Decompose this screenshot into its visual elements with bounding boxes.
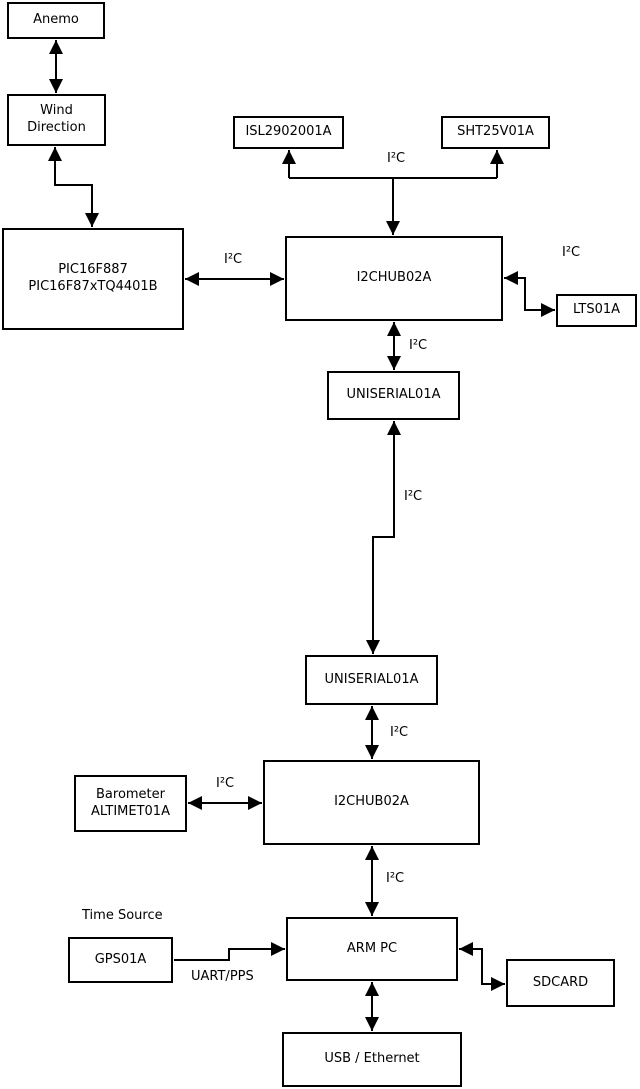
edge-armpc-usb: [365, 982, 379, 1031]
edge-hub1-lts: [504, 271, 555, 317]
edge-anemo-wind: [49, 40, 63, 93]
node-wind-direction: Wind Direction: [7, 94, 106, 146]
node-usb-ethernet: USB / Ethernet: [282, 1032, 462, 1087]
node-i2chub02a-1-label: I2CHUB02A: [356, 270, 432, 286]
edge-label-i2c-hub2-armpc: I²C: [386, 871, 405, 886]
edge-barometer-hub2: [188, 796, 262, 810]
node-i2chub02a-2-label: I2CHUB02A: [334, 794, 409, 810]
node-arm-pc-label: ARM PC: [346, 940, 398, 956]
node-gps01a: GPS01A: [68, 937, 173, 983]
node-barometer-label-line1: Barometer: [96, 786, 165, 802]
edge-gps-armpc: [174, 942, 285, 961]
edge-hub2-armpc: [365, 846, 379, 916]
edge-label-uart-pps: UART/PPS: [191, 969, 254, 984]
node-sdcard-label: SDCARD: [532, 974, 589, 990]
node-i2chub02a-1: I2CHUB02A: [285, 236, 503, 321]
node-uniserial01a-1: UNISERIAL01A: [327, 371, 460, 420]
node-barometer-label-line2: ALTIMET01A: [91, 803, 170, 819]
edge-label-i2c-uniserial-link: I²C: [404, 489, 423, 504]
node-isl2902001a: ISL2902001A: [233, 116, 344, 149]
node-pic16f887-label-line2: PIC16F87xTQ4401B: [28, 279, 158, 294]
edge-uniserial1-uniserial2: [366, 421, 401, 654]
node-sht25v01a-label: SHT25V01A: [457, 124, 534, 140]
edge-hub1-uniserial1: [387, 322, 401, 370]
node-i2chub02a-2: I2CHUB02A: [263, 760, 480, 845]
edge-armpc-sdcard: [459, 942, 505, 991]
node-isl2902001a-label: ISL2902001A: [245, 124, 332, 140]
node-sdcard: SDCARD: [506, 959, 615, 1007]
edge-bus-isl: [282, 150, 296, 178]
node-lts01a: LTS01A: [556, 294, 637, 327]
node-uniserial01a-2: UNISERIAL01A: [305, 655, 438, 705]
node-wind-direction-label-line1: Wind: [40, 103, 73, 119]
edge-bus-hub1: [386, 178, 400, 235]
node-wind-direction-label-line2: Direction: [27, 120, 86, 135]
label-time-source: Time Source: [82, 908, 163, 923]
edge-wind-pic: [48, 147, 99, 227]
node-barometer-altimet01a: Barometer ALTIMET01A: [74, 775, 187, 832]
edge-uniserial2-hub2: [365, 706, 379, 759]
node-uniserial01a-1-label: UNISERIAL01A: [346, 387, 441, 403]
node-lts01a-label: LTS01A: [572, 302, 621, 318]
edge-label-i2c-barometer-hub2: I²C: [216, 776, 235, 791]
node-uniserial01a-2-label: UNISERIAL01A: [324, 671, 419, 687]
node-anemo-label: Anemo: [33, 12, 79, 28]
edge-pic-hub1: [185, 272, 284, 286]
edge-label-i2c-hub1-lts: I²C: [562, 245, 581, 260]
node-pic16f887: PIC16F887 PIC16F87xTQ4401B: [2, 228, 184, 330]
node-gps01a-label: GPS01A: [94, 951, 147, 967]
node-arm-pc: ARM PC: [286, 917, 458, 981]
edge-bus-sht: [490, 150, 504, 178]
node-pic16f887-label-line1: PIC16F887: [58, 262, 128, 278]
node-usb-ethernet-label: USB / Ethernet: [324, 1051, 420, 1067]
node-anemo: Anemo: [7, 2, 105, 39]
edge-label-i2c-pic-hub1: I²C: [224, 252, 243, 267]
node-sht25v01a: SHT25V01A: [441, 116, 550, 149]
edge-label-i2c-uniserial2-hub2: I²C: [390, 725, 409, 740]
edge-label-i2c-sensor-bus: I²C: [387, 151, 406, 166]
edge-label-i2c-hub1-uniserial1: I²C: [409, 338, 428, 353]
